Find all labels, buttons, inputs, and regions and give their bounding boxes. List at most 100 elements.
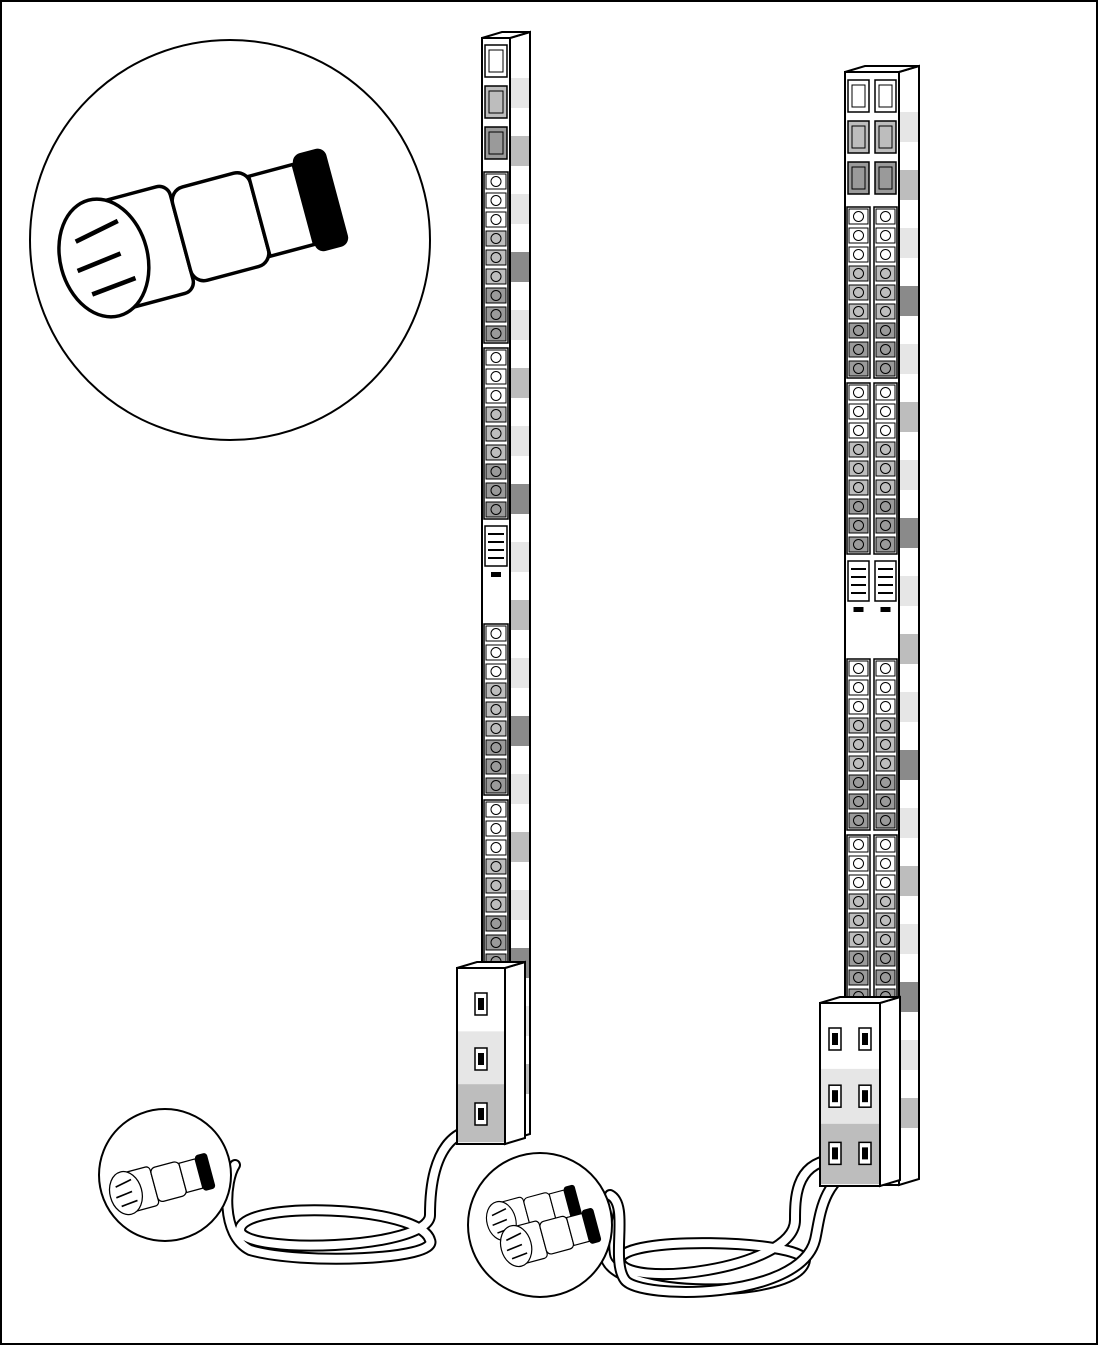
c13-outlet-socket <box>853 915 864 926</box>
c13-outlet-socket <box>853 306 864 317</box>
c13-outlet-socket <box>880 739 891 750</box>
c13-outlet-socket <box>880 268 891 279</box>
c13-outlet <box>848 698 869 715</box>
c13-outlet <box>848 341 869 358</box>
side-shade-band <box>511 774 529 804</box>
c13-outlet-group <box>846 658 871 831</box>
c19-outlet <box>847 79 870 113</box>
c13-outlet-socket <box>490 880 502 891</box>
side-shade-band <box>900 808 918 838</box>
c13-outlet <box>875 360 896 377</box>
c13-outlet <box>875 717 896 734</box>
c13-outlet <box>875 893 896 910</box>
c13-outlet-socket <box>880 877 891 888</box>
side-shade-band <box>900 286 918 316</box>
power-cable <box>223 1126 474 1263</box>
c13-outlet-body <box>485 720 507 737</box>
plug-pin <box>505 1232 522 1242</box>
c13-outlet <box>485 249 507 266</box>
c13-outlet-body <box>848 836 869 853</box>
c13-group-frame <box>483 171 509 344</box>
c13-outlet <box>485 858 507 875</box>
c13-outlet-socket <box>490 371 502 382</box>
circuit-breaker-switch <box>474 992 488 1016</box>
c13-outlet <box>485 406 507 423</box>
c13-group-frame <box>873 382 898 555</box>
c13-outlet-socket <box>880 344 891 355</box>
c13-outlet-body <box>875 755 896 772</box>
c13-outlet-body <box>848 208 869 225</box>
c13-outlet-group <box>873 382 898 555</box>
c13-outlet-body <box>848 755 869 772</box>
c13-outlet <box>875 441 896 458</box>
c13-outlet <box>485 306 507 323</box>
c13-outlet <box>875 303 896 320</box>
c13-outlet-socket <box>490 742 502 753</box>
c13-outlet-body <box>485 501 507 518</box>
c13-outlet-socket <box>490 937 502 948</box>
c19-outlet-body <box>847 79 870 113</box>
circuit-breaker-switch <box>828 1141 842 1166</box>
side-shade-band <box>900 460 918 490</box>
c13-outlet <box>848 284 869 301</box>
c13-outlet <box>848 498 869 515</box>
c13-outlet <box>848 303 869 320</box>
c13-outlet-body <box>848 479 869 496</box>
c13-outlet <box>848 793 869 810</box>
c13-outlet-body <box>485 425 507 442</box>
c13-outlet-socket <box>880 387 891 398</box>
c19-outlet-body <box>484 85 508 119</box>
plug-pin <box>492 1218 508 1226</box>
plug-pin <box>121 1199 138 1208</box>
c13-outlet-socket <box>853 777 864 788</box>
c13-outlet <box>848 227 869 244</box>
side-shade-band <box>900 1098 918 1128</box>
c13-outlet-socket <box>880 325 891 336</box>
breaker-toggle <box>478 1053 484 1065</box>
breaker-toggle <box>832 1090 838 1103</box>
c13-outlet-socket <box>853 701 864 712</box>
c13-outlet-socket <box>853 520 864 531</box>
c13-outlet-body <box>848 227 869 244</box>
c13-outlet <box>485 820 507 837</box>
c13-outlet <box>485 287 507 304</box>
c13-outlet-socket <box>853 344 864 355</box>
c13-outlet-socket <box>853 425 864 436</box>
c13-outlet <box>875 246 896 263</box>
plug-cable-gland <box>292 148 349 252</box>
c13-outlet-body <box>485 444 507 461</box>
c13-outlet-group <box>483 171 509 344</box>
c13-outlet-body <box>875 517 896 534</box>
c13-outlet <box>875 460 896 477</box>
breaker-toggle <box>832 1033 838 1045</box>
c13-outlet <box>875 793 896 810</box>
c13-outlet <box>875 874 896 891</box>
c13-outlet-body <box>875 341 896 358</box>
c13-outlet-socket <box>853 682 864 693</box>
c13-outlet-body <box>875 774 896 791</box>
c13-outlet-body <box>485 268 507 285</box>
c13-outlet-body <box>485 192 507 209</box>
c13-outlet-socket <box>880 406 891 417</box>
c13-outlet-socket <box>880 249 891 260</box>
c13-outlet-body <box>485 644 507 661</box>
plug-pin <box>506 1243 523 1252</box>
c13-outlet-body <box>485 325 507 342</box>
c13-outlet-group <box>846 834 871 1007</box>
iec60309-plug <box>57 148 349 319</box>
c13-outlet-socket <box>853 211 864 222</box>
c19-outlet-body <box>874 161 897 195</box>
network-port-icon <box>491 572 501 577</box>
c13-outlet-body <box>875 498 896 515</box>
c13-outlet-group <box>873 206 898 379</box>
c13-outlet-socket <box>853 877 864 888</box>
c13-outlet <box>848 403 869 420</box>
side-shade-band <box>511 194 529 224</box>
c13-outlet-socket <box>853 444 864 455</box>
c19-outlet-socket <box>488 90 504 114</box>
side-shade-band <box>900 402 918 432</box>
plug-cable-gland <box>581 1208 602 1244</box>
c13-outlet-socket <box>853 230 864 241</box>
c13-outlet-socket <box>853 839 864 850</box>
